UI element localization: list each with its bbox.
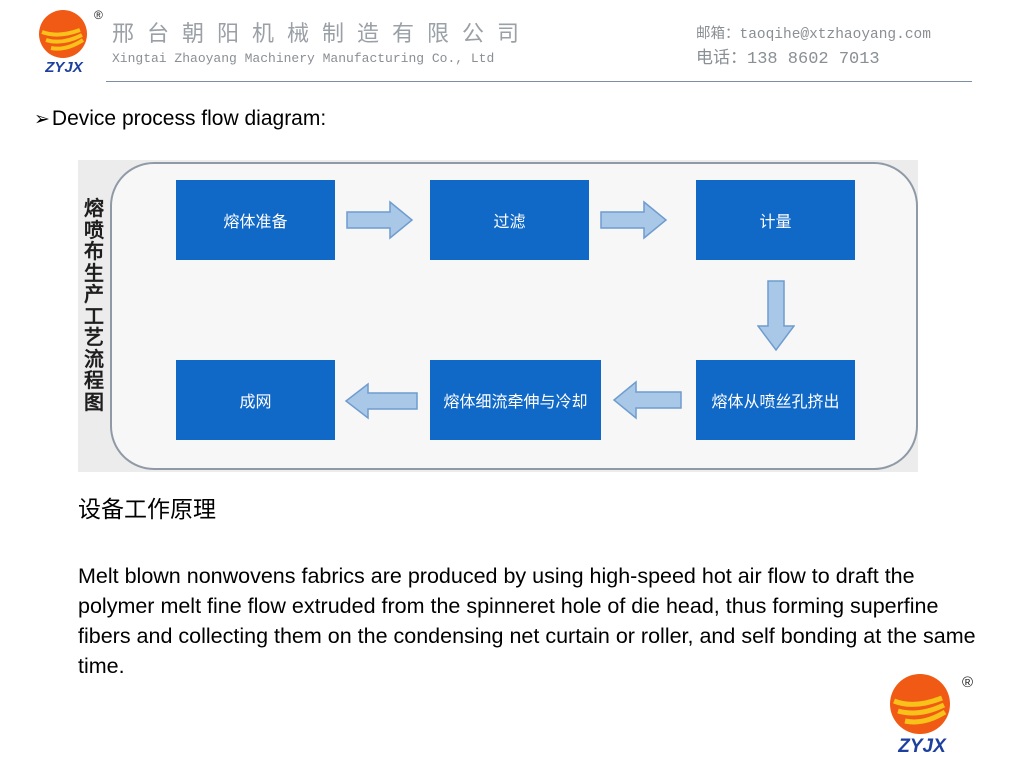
diagram-vertical-title: 熔喷布生产工艺流程图 xyxy=(84,196,104,414)
company-name-en: Xingtai Zhaoyang Machinery Manufacturing… xyxy=(112,51,495,66)
company-name-cn: 邢台朝阳机械制造有限公司 xyxy=(112,22,533,47)
arrow-down-icon xyxy=(757,280,795,352)
step-draw-and-cool: 熔体细流牵伸与冷却 xyxy=(430,360,601,440)
arrow-right-icon xyxy=(600,200,668,240)
step-metering: 计量 xyxy=(696,180,855,260)
heading-text: Device process flow diagram: xyxy=(51,107,327,130)
svg-text:ZYJX: ZYJX xyxy=(44,59,84,74)
arrow-left-icon xyxy=(344,382,418,420)
working-principle-title: 设备工作原理 xyxy=(78,497,216,523)
step-melt-extrusion: 熔体从喷丝孔挤出 xyxy=(696,360,855,440)
section-heading: ➢Device process flow diagram: xyxy=(34,107,326,131)
company-logo: ZYJX ® xyxy=(36,8,103,76)
footer-logo: ZYJX ® xyxy=(886,670,973,757)
step-web-forming: 成网 xyxy=(176,360,335,440)
registered-mark: ® xyxy=(962,674,974,691)
registered-mark: ® xyxy=(94,8,103,22)
sun-logo-icon: ZYJX xyxy=(39,10,87,76)
arrow-left-icon xyxy=(612,380,682,420)
working-principle-text: Melt blown nonwovens fabrics are produce… xyxy=(78,564,976,678)
step-melt-preparation: 熔体准备 xyxy=(176,180,335,260)
arrow-bullet-icon: ➢ xyxy=(34,109,50,130)
step-filtration: 过滤 xyxy=(430,180,589,260)
header-divider xyxy=(106,81,972,82)
svg-text:ZYJX: ZYJX xyxy=(897,736,947,754)
contact-phone: 电话：138 8602 7013 xyxy=(696,50,880,69)
contact-email: 邮箱：taoqihe@xtzhaoyang.com xyxy=(696,27,931,43)
process-flow-diagram: 熔喷布生产工艺流程图 熔体准备 过滤 计量 熔体从喷丝孔挤出 熔体细流牵伸与冷却… xyxy=(78,160,918,472)
arrow-right-icon xyxy=(346,200,414,240)
sun-logo-icon: ZYJX xyxy=(890,674,950,757)
